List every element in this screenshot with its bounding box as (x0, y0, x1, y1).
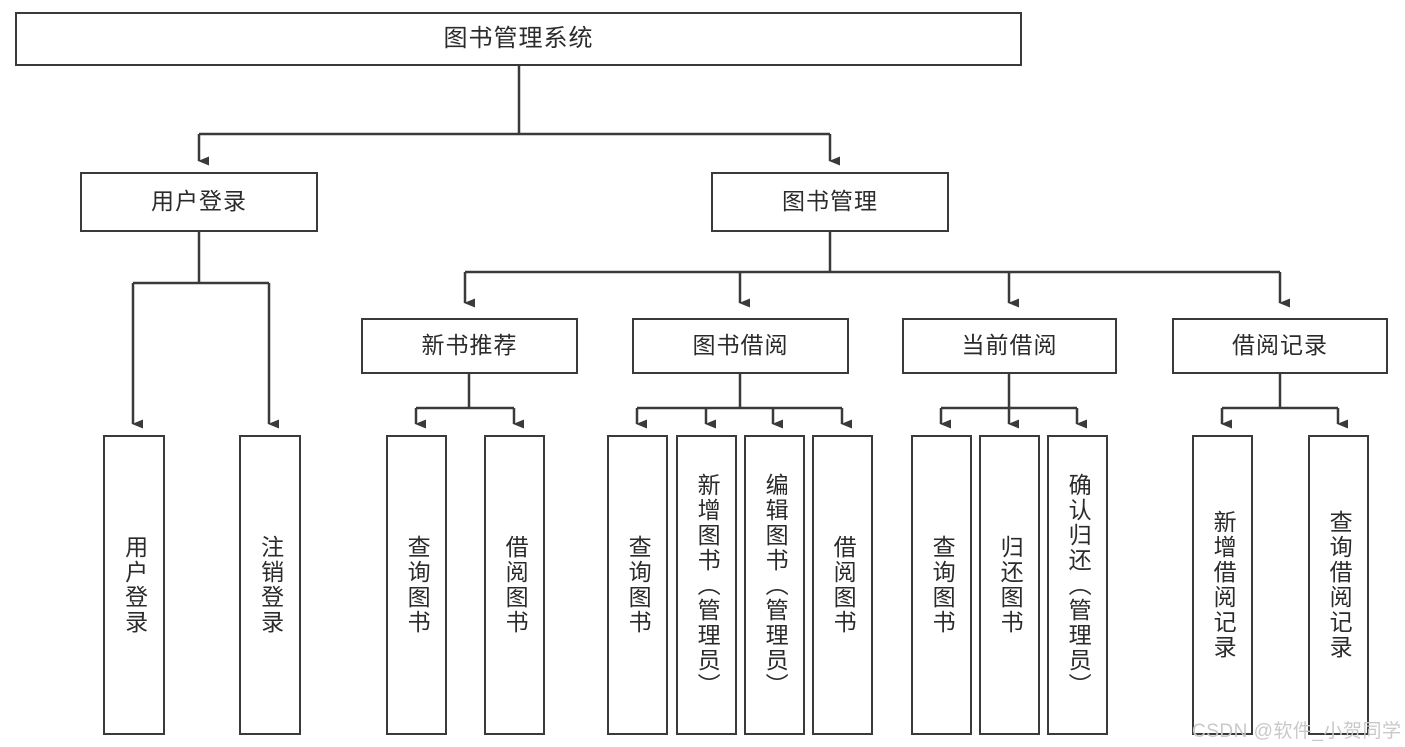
leaf-current-return-book[interactable]: 归还图书 (979, 435, 1040, 735)
leaf-borrow-add-book-admin[interactable]: 新增图书（管理员） (676, 435, 737, 735)
leaf-current-confirm-return-admin[interactable]: 确认归还（管理员） (1047, 435, 1108, 735)
leaf-record-add-record[interactable]: 新增借阅记录 (1192, 435, 1253, 735)
node-current-borrow[interactable]: 当前借阅 (902, 318, 1117, 374)
leaf-user-login-login[interactable]: 用户登录 (103, 435, 165, 735)
node-book-management[interactable]: 图书管理 (711, 172, 949, 232)
leaf-borrow-borrow-book[interactable]: 借阅图书 (812, 435, 873, 735)
leaf-record-query-record[interactable]: 查询借阅记录 (1308, 435, 1369, 735)
leaf-borrow-query-book[interactable]: 查询图书 (607, 435, 668, 735)
leaf-recommend-query-book[interactable]: 查询图书 (386, 435, 447, 735)
node-book-borrow[interactable]: 图书借阅 (632, 318, 849, 374)
leaf-current-query-book[interactable]: 查询图书 (911, 435, 972, 735)
leaf-borrow-edit-book-admin[interactable]: 编辑图书（管理员） (744, 435, 805, 735)
leaf-recommend-borrow-book[interactable]: 借阅图书 (484, 435, 545, 735)
leaf-user-login-logout[interactable]: 注销登录 (239, 435, 301, 735)
node-new-book-recommend[interactable]: 新书推荐 (361, 318, 578, 374)
node-borrow-record[interactable]: 借阅记录 (1172, 318, 1388, 374)
node-root-system[interactable]: 图书管理系统 (15, 12, 1022, 66)
node-user-login[interactable]: 用户登录 (80, 172, 318, 232)
